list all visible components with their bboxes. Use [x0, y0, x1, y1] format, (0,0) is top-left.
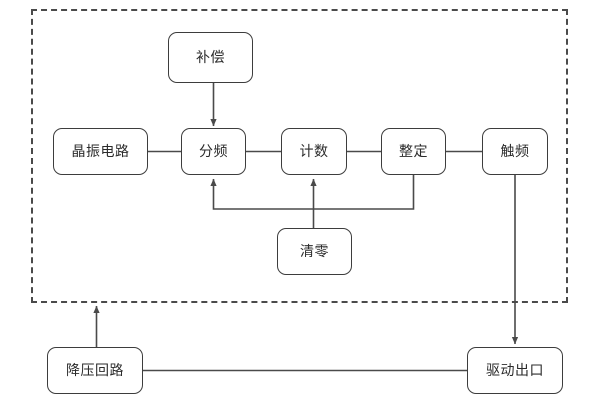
node-fenpin[interactable]: 分频	[181, 128, 246, 175]
node-buchang[interactable]: 补偿	[168, 32, 253, 83]
node-jishu[interactable]: 计数	[281, 128, 347, 175]
node-jishu-label: 计数	[299, 143, 329, 160]
dashed-enclosure-region	[31, 9, 568, 303]
node-zhengding[interactable]: 整定	[381, 128, 446, 175]
node-chupin[interactable]: 触频	[482, 128, 548, 175]
node-chupin-label: 触频	[500, 143, 530, 160]
node-qudong-chukou-label: 驱动出口	[486, 362, 544, 379]
node-buchang-label: 补偿	[196, 49, 225, 66]
node-qingling-label: 清零	[300, 243, 329, 260]
node-fenpin-label: 分频	[199, 143, 228, 160]
node-qingling[interactable]: 清零	[277, 228, 352, 275]
node-jiangya-huilu-label: 降压回路	[66, 362, 124, 379]
node-qudong-chukou[interactable]: 驱动出口	[467, 347, 563, 394]
node-zhengding-label: 整定	[399, 143, 428, 160]
node-jingzhen-dianlu-label: 晶振电路	[71, 143, 130, 160]
node-jingzhen-dianlu[interactable]: 晶振电路	[53, 128, 148, 175]
node-jiangya-huilu[interactable]: 降压回路	[47, 347, 143, 394]
